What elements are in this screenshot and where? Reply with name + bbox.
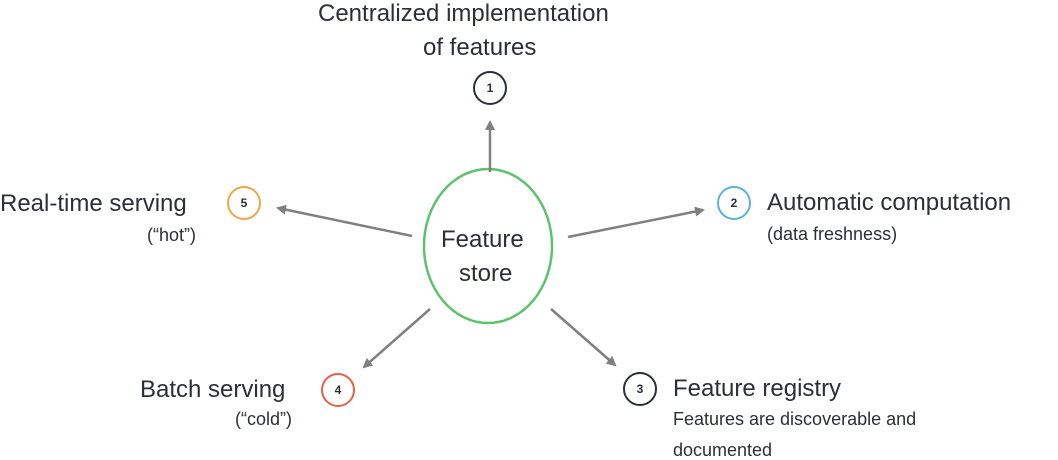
- node-5-title: Real-time serving: [0, 190, 187, 217]
- node-1-title-line2: of features: [423, 34, 537, 61]
- arrow-to-2: [567, 206, 705, 239]
- arrow-to-3: [550, 308, 617, 367]
- arrow-to-4: [362, 308, 431, 369]
- node-1-badge: 1: [473, 71, 507, 105]
- node-3-subtitle-line1: Features are discoverable and: [673, 409, 917, 429]
- hub-label-line1: Feature: [441, 226, 524, 253]
- node-4-title: Batch serving: [140, 376, 286, 403]
- node-4-badge: 4: [321, 373, 355, 407]
- node-3-subtitle-line2: documented: [673, 440, 773, 460]
- node-4-subtitle: (“cold”): [235, 409, 292, 429]
- hub-label-line2: store: [459, 260, 513, 287]
- node-2-subtitle: (data freshness): [767, 224, 898, 244]
- node-2-title: Automatic computation: [767, 189, 1012, 216]
- node-2-badge: 2: [717, 186, 751, 220]
- node-1-title-line1: Centralized implementation: [318, 0, 609, 27]
- node-3-badge: 3: [623, 372, 657, 406]
- node-5-badge: 5: [227, 186, 261, 220]
- node-3-title: Feature registry: [673, 375, 842, 402]
- node-5-subtitle: (“hot”): [147, 225, 196, 245]
- hub-circle: [422, 167, 554, 325]
- arrow-to-5: [276, 204, 413, 238]
